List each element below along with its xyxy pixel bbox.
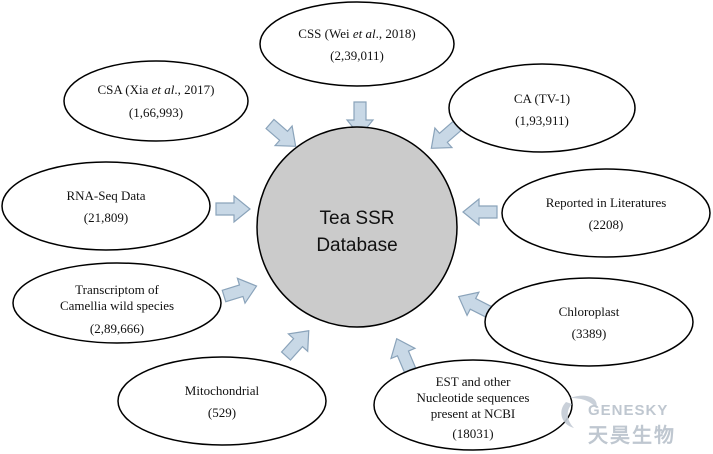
watermark-brand-cn: 天昊生物 <box>588 423 676 447</box>
source-count: (2,89,666) <box>90 321 144 336</box>
center-title-line2: Database <box>316 235 397 256</box>
source-count: (2208) <box>589 217 624 232</box>
source-label-line2: Camellia wild species <box>60 298 174 313</box>
source-oval <box>1 161 211 251</box>
source-oval <box>373 359 573 451</box>
arrow-chloroplast <box>457 291 493 319</box>
source-oval <box>117 356 327 446</box>
arrow-literatures <box>462 197 498 227</box>
source-oval <box>12 262 222 344</box>
source-count: (1,93,911) <box>515 113 569 128</box>
source-label: EST and other <box>436 374 512 389</box>
arrow-ca-tv1 <box>430 120 462 149</box>
source-oval <box>63 60 249 142</box>
source-label: CSA (Xia et al., 2017) <box>97 82 214 97</box>
genesky-watermark: GENESKY 天昊生物 <box>561 395 676 447</box>
source-label: RNA-Seq Data <box>66 188 145 203</box>
arrow-est-ncbi <box>390 337 417 374</box>
source-oval <box>484 277 694 367</box>
source-count: (529) <box>208 405 236 420</box>
genesky-logo-icon <box>561 395 597 428</box>
source-label-line3: present at NCBI <box>431 406 515 421</box>
source-label: CA (TV-1) <box>514 91 570 106</box>
source-mitochondrial: Mitochondrial (529) <box>117 356 327 446</box>
source-label-line2: Nucleotide sequences <box>417 390 530 405</box>
source-oval <box>259 1 455 87</box>
source-count: (3389) <box>572 326 607 341</box>
source-oval <box>501 168 711 258</box>
arrow-mitochondrial <box>280 330 310 361</box>
center-title-line1: Tea SSR <box>320 208 395 229</box>
source-ca-tv1: CA (TV-1) (1,93,911) <box>448 63 636 153</box>
source-csa-xia: CSA (Xia et al., 2017) (1,66,993) <box>63 60 249 142</box>
watermark-brand: GENESKY <box>588 402 668 419</box>
source-label: CSS (Wei et al., 2018) <box>298 26 415 41</box>
center-node: Tea SSR Database <box>256 126 458 328</box>
source-count: (21,809) <box>84 210 128 225</box>
arrow-csa-xia <box>265 118 297 147</box>
arrow-transcriptom <box>221 277 258 305</box>
source-label: Transcriptom of <box>75 282 159 297</box>
source-label: Mitochondrial <box>185 383 260 398</box>
source-oval <box>448 63 636 153</box>
arrows-group <box>215 101 498 374</box>
source-literatures: Reported in Literatures (2208) <box>501 168 711 258</box>
source-label: Chloroplast <box>559 304 620 319</box>
source-transcriptom: Transcriptom of Camellia wild species (2… <box>12 262 222 344</box>
source-count: (2,39,011) <box>330 48 384 63</box>
source-rna-seq: RNA-Seq Data (21,809) <box>1 161 211 251</box>
source-count: (18031) <box>452 426 493 441</box>
center-circle <box>256 126 458 328</box>
source-chloroplast: Chloroplast (3389) <box>484 277 694 367</box>
source-label: Reported in Literatures <box>546 195 667 210</box>
source-count: (1,66,993) <box>129 105 183 120</box>
source-css-wei: CSS (Wei et al., 2018) (2,39,011) <box>259 1 455 87</box>
arrow-rna-seq <box>215 194 251 224</box>
source-est-ncbi: EST and other Nucleotide sequences prese… <box>373 359 573 451</box>
